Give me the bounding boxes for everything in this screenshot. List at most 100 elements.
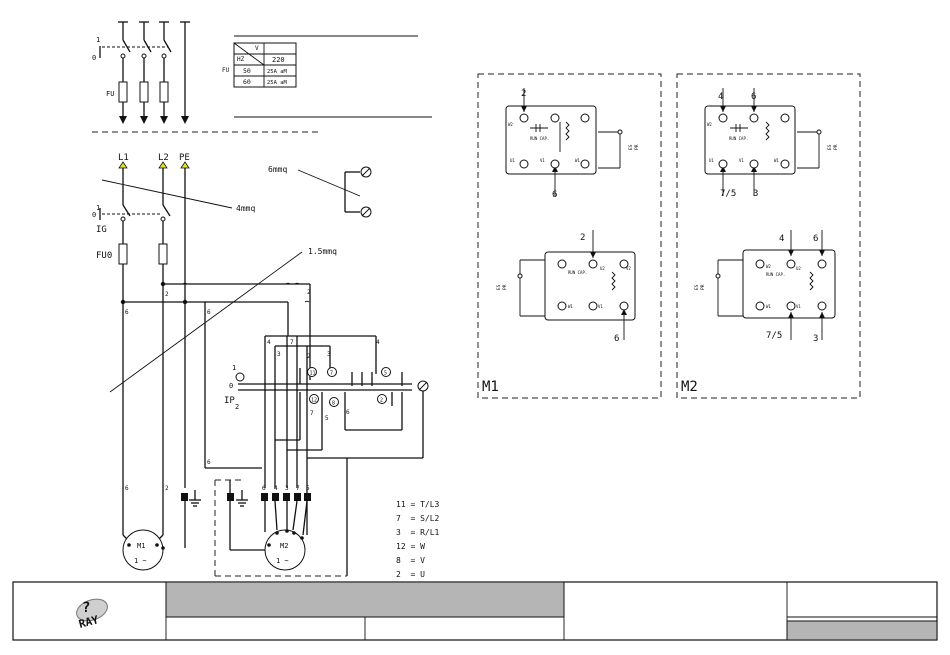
m1t-run-cap: RUN CAP. — [530, 136, 549, 141]
m2-top-in-top-a: 4 — [718, 92, 723, 102]
m2-top-in-bottom-b: 3 — [753, 189, 758, 199]
motor-m1-name: M1 — [137, 542, 145, 550]
main-switch-label: IG — [96, 225, 107, 235]
fuse-top-2 — [139, 81, 149, 103]
wire-num-6-e: 6 — [346, 409, 350, 416]
company-logo: ? RAY — [76, 598, 108, 631]
terminal-label-7: 7 — [296, 485, 300, 492]
m2b-pr: PR — [700, 284, 706, 290]
ip-label: IP — [224, 396, 235, 406]
m1-top-in-top: 2 — [521, 89, 526, 99]
motor-m1-phase: 1 ~ — [134, 557, 147, 565]
m2t-u1: U1 — [709, 158, 714, 163]
terminal-label-5: 5 — [306, 485, 310, 492]
m2t-run-cap: RUN CAP. — [729, 136, 748, 141]
table-row-2-hz: 60 — [243, 78, 251, 86]
terminal-label-3: 3 — [285, 485, 289, 492]
title-block: ? RAY — [12, 581, 938, 641]
motor-m2-phase: 1 ~ — [276, 557, 289, 565]
wire-num-2-b: 2 — [307, 289, 311, 296]
contact-11: 11 — [310, 371, 316, 377]
box-m2-label: M2 — [681, 379, 698, 395]
wire-num-7-a: 7 — [290, 339, 294, 346]
m1t-es: ES — [628, 144, 634, 150]
wire-num-3-b: 3 — [327, 351, 331, 358]
wire-num-5-a: 5 — [325, 415, 329, 422]
m2t-w1: W1 — [774, 158, 779, 163]
wire-num-6-b: 6 — [207, 309, 211, 316]
m1t-w2: W2 — [508, 122, 513, 127]
legend-line-5: 8 = V — [396, 556, 425, 565]
wire-1-5mmq-label: 1.5mmq — [308, 247, 337, 256]
m2b-v1: V1 — [796, 304, 801, 309]
ip2-selector-switch: 1 0 IP 2 11 7 5 12 8 2 — [224, 364, 429, 576]
m1b-es: ES — [496, 284, 502, 290]
legend-line-1: 11 = T/L3 — [396, 500, 440, 509]
m1-top-in-bottom: 6 — [552, 190, 557, 200]
m1b-pr: PR — [502, 284, 508, 290]
fuse-top-label: FU — [106, 90, 114, 98]
contact-5: 5 — [384, 371, 387, 377]
wire-num-2-d: 2 — [307, 353, 311, 360]
phase-pe-label: PE — [179, 153, 190, 163]
ig-pos-1: 1 — [96, 204, 100, 212]
legend-line-6: 2 = U — [396, 570, 425, 579]
motor-m2-name: M2 — [280, 542, 288, 550]
m1t-v1: V1 — [540, 158, 545, 163]
wire-num-7-b: 7 — [310, 410, 314, 417]
m1b-v2: V2 — [626, 266, 631, 271]
m2t-es: ES — [827, 144, 833, 150]
terminal-strip: 6 4 3 7 5 — [181, 479, 347, 577]
box-m1-label: M1 — [482, 379, 499, 395]
m2-top-in-bottom-a: 7/5 — [720, 189, 736, 199]
top-switch-pos-1: 1 — [96, 36, 100, 44]
ip-pos-0: 0 — [229, 382, 233, 390]
ip-sub: 2 — [235, 403, 239, 411]
contact-2: 2 — [380, 398, 383, 404]
wire-num-4-a: 4 — [267, 339, 271, 346]
m2b-u2: U2 — [796, 266, 801, 271]
box-m1: M1 2 6 W2 U1 V1 W1 RUN CAP. ES PR — [477, 73, 662, 399]
wire-4mmq-label: 4mmq — [236, 204, 255, 213]
m2b-run-cap: RUN CAP. — [766, 272, 785, 277]
contact-7: 7 — [330, 371, 333, 377]
m1-bottom-in-bottom: 6 — [614, 334, 619, 344]
title-field-gray — [165, 581, 565, 618]
top-switch-pos-0: 0 — [92, 54, 96, 62]
m2t-v1: V1 — [739, 158, 744, 163]
wire-num-2-c: 2 — [165, 485, 169, 492]
ig-pos-0: 0 — [92, 211, 96, 219]
svg-text:?: ? — [82, 600, 90, 616]
m2b-w2: W2 — [766, 264, 771, 269]
table-hz-label: HZ — [237, 56, 245, 63]
motor-m1: M1 1 ~ — [122, 529, 165, 571]
contact-8: 8 — [332, 401, 335, 407]
legend-line-3: 3 = R/L1 — [396, 528, 440, 537]
m2-bottom-in-bottom-b: 3 — [813, 334, 818, 344]
m2b-w1: W1 — [766, 304, 771, 309]
table-row-1-hz: 50 — [243, 67, 251, 75]
motor-m2: M2 1 ~ — [264, 529, 306, 571]
phase-l1-label: L1 — [118, 153, 129, 163]
m2-bottom-in-top-a: 4 — [779, 234, 784, 244]
wire-num-6-a: 6 — [125, 309, 129, 316]
fuse-top-3 — [159, 81, 169, 103]
revision-field-gray — [786, 620, 938, 641]
main-circuit: L1 L2 PE 1 0 IG FU0 4mmq 1.5mmq 6mmq — [92, 153, 380, 535]
box-m2: M2 4 6 7/5 3 W2 U1 V1 W1 RUN CAP. ES — [676, 73, 861, 399]
m1-bottom-in-top: 2 — [580, 233, 585, 243]
wire-num-3-a: 3 — [277, 351, 281, 358]
fuse-fu0-label: FU0 — [96, 251, 112, 261]
table-fu-label: FU — [222, 67, 230, 74]
m1b-run-cap: RUN CAP. — [568, 270, 587, 275]
m2b-es: ES — [694, 284, 700, 290]
legend-line-2: 7 = S/L2 — [396, 514, 440, 523]
m1t-u1: U1 — [510, 158, 515, 163]
fuse-fu0-2 — [158, 243, 168, 265]
wire-num-6-d: 6 — [125, 485, 129, 492]
supply-table: V HZ 220 50 25A aM 60 25A aM FU — [222, 35, 432, 118]
wire-num-2-a: 2 — [165, 291, 169, 298]
wire-num-4-b: 4 — [376, 339, 380, 346]
m1b-u2: U2 — [600, 266, 605, 271]
m2-bottom-in-bottom-a: 7/5 — [766, 331, 782, 341]
